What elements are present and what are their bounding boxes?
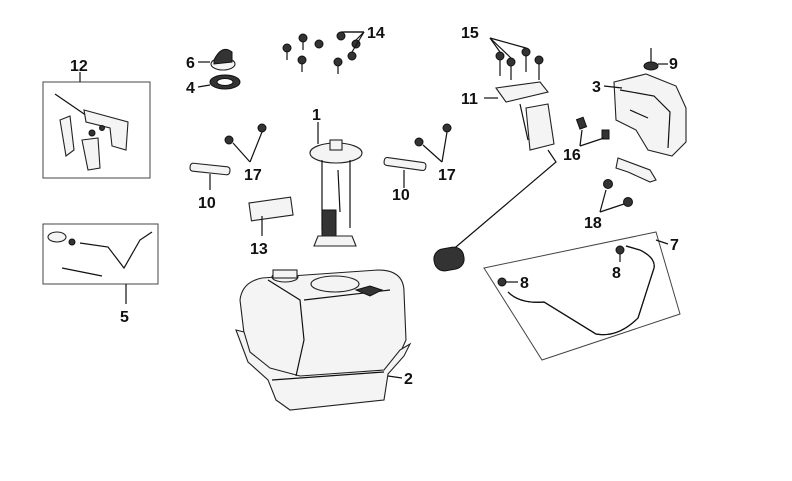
part-10-tube-left[interactable] [189, 162, 231, 176]
part-3-cover[interactable] [613, 73, 687, 157]
callout-13: 13 [250, 241, 268, 258]
part-7-fuel-hose[interactable] [483, 231, 681, 361]
part-2-fuel-tank[interactable] [235, 269, 412, 411]
callout-5: 5 [120, 309, 129, 326]
callout-4: 4 [186, 80, 195, 97]
callout-11: 11 [461, 91, 478, 108]
part-10-tube-right[interactable] [383, 156, 427, 172]
part-12-bracket-kit[interactable] [42, 81, 151, 179]
callout-9: 9 [669, 56, 678, 73]
callout-17-right: 17 [438, 167, 456, 184]
callout-1: 1 [312, 107, 321, 124]
part-17-clips-right[interactable] [414, 123, 452, 147]
part-17-clips-left[interactable] [224, 123, 267, 145]
part-bracket-small[interactable] [615, 157, 657, 183]
callout-15: 15 [461, 25, 479, 42]
callout-7: 7 [670, 237, 679, 254]
callout-8-lower: 8 [520, 275, 529, 292]
part-6-fuel-cap[interactable] [210, 48, 236, 71]
callout-17-left: 17 [244, 167, 262, 184]
part-1-fuel-pump[interactable] [309, 139, 363, 247]
callout-6: 6 [186, 55, 195, 72]
part-13-label[interactable] [248, 196, 294, 222]
part-4-gasket[interactable] [209, 74, 241, 90]
callout-10-right: 10 [392, 187, 410, 204]
callout-14: 14 [367, 25, 385, 42]
callout-12: 12 [70, 58, 88, 75]
callout-10-left: 10 [198, 195, 216, 212]
callout-3: 3 [592, 79, 601, 96]
callout-8-upper: 8 [612, 265, 621, 282]
part-16-bushings[interactable] [575, 116, 610, 140]
part-9-clip[interactable] [643, 48, 659, 71]
part-18-nuts[interactable] [603, 179, 633, 207]
part-8-clamp-lower[interactable] [497, 277, 507, 287]
part-11-fuel-sender[interactable] [432, 81, 557, 272]
part-8-clamp-upper[interactable] [615, 245, 625, 255]
part-5-hose-kit[interactable] [42, 223, 159, 285]
callout-16: 16 [563, 147, 581, 164]
part-15-bolts[interactable] [495, 47, 544, 80]
part-14-bolts[interactable] [282, 31, 361, 74]
callout-18: 18 [584, 215, 602, 232]
callout-2: 2 [404, 371, 413, 388]
